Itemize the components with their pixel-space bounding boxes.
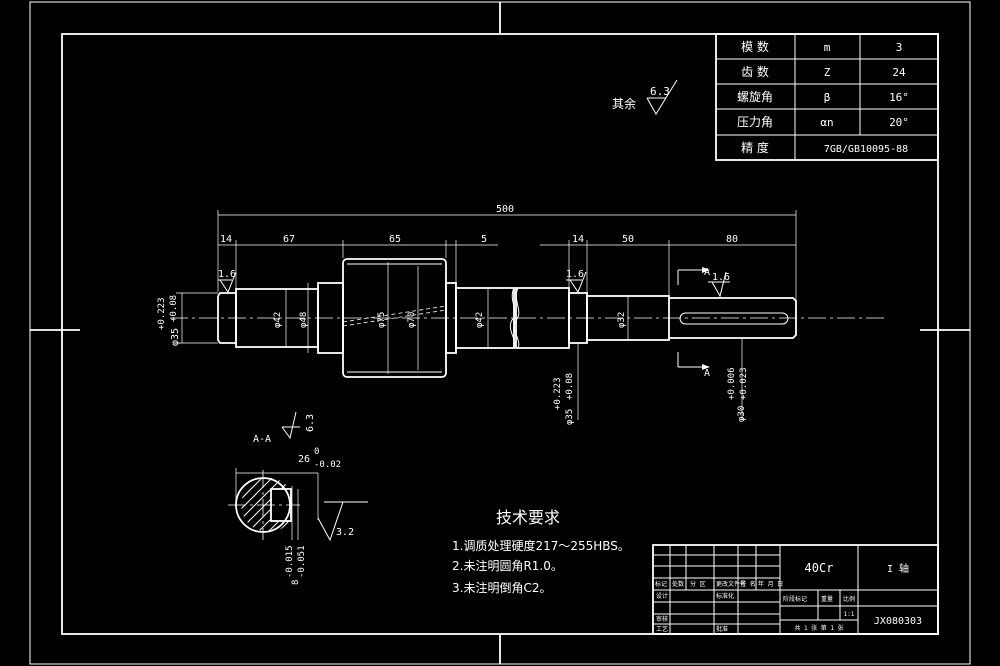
param-name-1: 齿 数 [741,64,769,79]
dim-d32: φ32 [617,312,627,328]
tech-requirements: 技术要求 1.调质处理硬度217～255HBS。 2.未注明圆角R1.0。 3.… [452,508,630,595]
param-symbol-1: Z [824,66,831,79]
section-aa-view: A-A 6.3 26 0 -0.02 [228,411,368,585]
param-value-4: 7GB/GB10095-88 [824,144,908,155]
tech-req-item-1: 1.调质处理硬度217～255HBS。 [452,538,630,553]
tech-req-item-2: 2.未注明圆角R1.0。 [452,558,563,573]
param-name-2: 螺旋角 [737,90,773,104]
tb-cell-4: 签 名 [740,580,756,588]
param-symbol-0: m [824,41,831,54]
param-value-2: 16° [889,91,909,104]
dim-d35-left-tol-up: +0.223 [157,297,167,330]
param-table: 模 数 m 3 齿 数 Z 24 螺旋角 β 16° 压力角 αn 20° 精 … [715,33,939,161]
dim-d48: φ48 [299,312,309,328]
tb-cell-3: 更改文件号 [716,580,746,588]
tb-scale: 1:1 [844,611,855,618]
dim-14a: 14 [220,234,232,245]
tb-cell-10: 比例 [843,595,855,603]
tb-cell-13: 批准 [716,625,728,633]
dim-d42a: φ42 [273,312,283,328]
param-value-0: 3 [896,41,903,54]
section-mark-top: A [704,267,710,278]
dim-d35b-tol-up: +0.223 [553,377,563,410]
dim-d30-tol-up: +0.006 [727,367,737,400]
tb-part-name: I 轴 [887,562,909,575]
section-rough2: 3.2 [336,527,354,538]
param-name-3: 压力角 [737,115,773,129]
shaft-main-view [170,258,885,378]
dim-d30-tol-lo: +0.023 [739,367,749,400]
section-key-depth-lo: -0.02 [314,460,341,470]
tech-req-title: 技术要求 [496,508,560,527]
section-rough: 6.3 [305,414,316,432]
dim-d35b: φ35 [565,409,575,425]
rough-a: 1.6 [218,269,236,280]
dim-65: 65 [389,234,401,245]
rough-b: 1.6 [566,269,584,280]
dim-500: 500 [496,204,514,215]
dim-80: 80 [726,234,738,245]
tb-cell-8: 阶段标记 [783,595,807,603]
tb-cell-12: 工艺 [656,625,668,633]
section-key-width-lo: -0.051 [297,545,307,578]
dim-d35b-tol-lo: +0.08 [565,373,575,400]
tb-cell-6: 设计 [656,592,668,600]
tech-req-item-3: 3.未注明倒角C2。 [452,580,551,595]
tb-cell-0: 标记 [655,580,667,588]
param-value-3: 20° [889,116,909,129]
dim-d42b: φ42 [475,312,485,328]
tb-cell-9: 重量 [821,595,833,603]
dim-d35-left: φ35 [170,328,181,346]
dim-d30: φ30 [737,406,747,422]
section-key-depth-up: 0 [314,447,319,457]
param-symbol-3: αn [820,116,833,129]
dim-d70: φ70 [407,312,417,328]
param-name-4: 精 度 [741,140,769,155]
section-key-depth: 26 [298,454,310,465]
roughness-general-value: 6.3 [650,85,670,98]
dim-67: 67 [283,234,295,245]
dim-14b: 14 [572,234,584,245]
rough-c: 1.6 [712,272,730,283]
section-mark-bottom: A [704,368,710,379]
param-name-0: 模 数 [741,39,769,54]
tb-cell-5: 年 月 日 [758,580,783,588]
dim-5: 5 [481,234,487,245]
dim-d35-left-tol-lo: +0.08 [169,295,179,322]
tb-cell-2: 分 区 [690,580,706,588]
param-symbol-2: β [824,91,831,104]
section-key-width: 8 [291,580,301,585]
param-value-1: 24 [892,66,906,79]
roughness-general-label: 其余 [612,96,636,111]
tb-cell-11: 审核 [656,615,668,623]
tb-drawing-no: JX080303 [874,616,922,627]
tb-material: 40Cr [805,561,834,575]
tb-cell-1: 处数 [672,580,684,588]
dim-d75: φ75 [377,312,387,328]
tb-cell-7: 标准化 [716,592,734,600]
section-key-width-up: -0.015 [285,545,295,578]
title-block: 40Cr I 轴 JX080303 1:1 共 1 张 第 1 张 标记 处数 … [652,544,939,635]
dimensions-main: 500 14 67 65 5 14 50 80 φ35 +0.223 +0.08… [157,204,797,425]
section-title: A-A [253,434,271,445]
roughness-general: 其余 6.3 [612,79,678,115]
dim-50: 50 [622,234,634,245]
tb-sheets: 共 1 张 第 1 张 [794,624,843,632]
